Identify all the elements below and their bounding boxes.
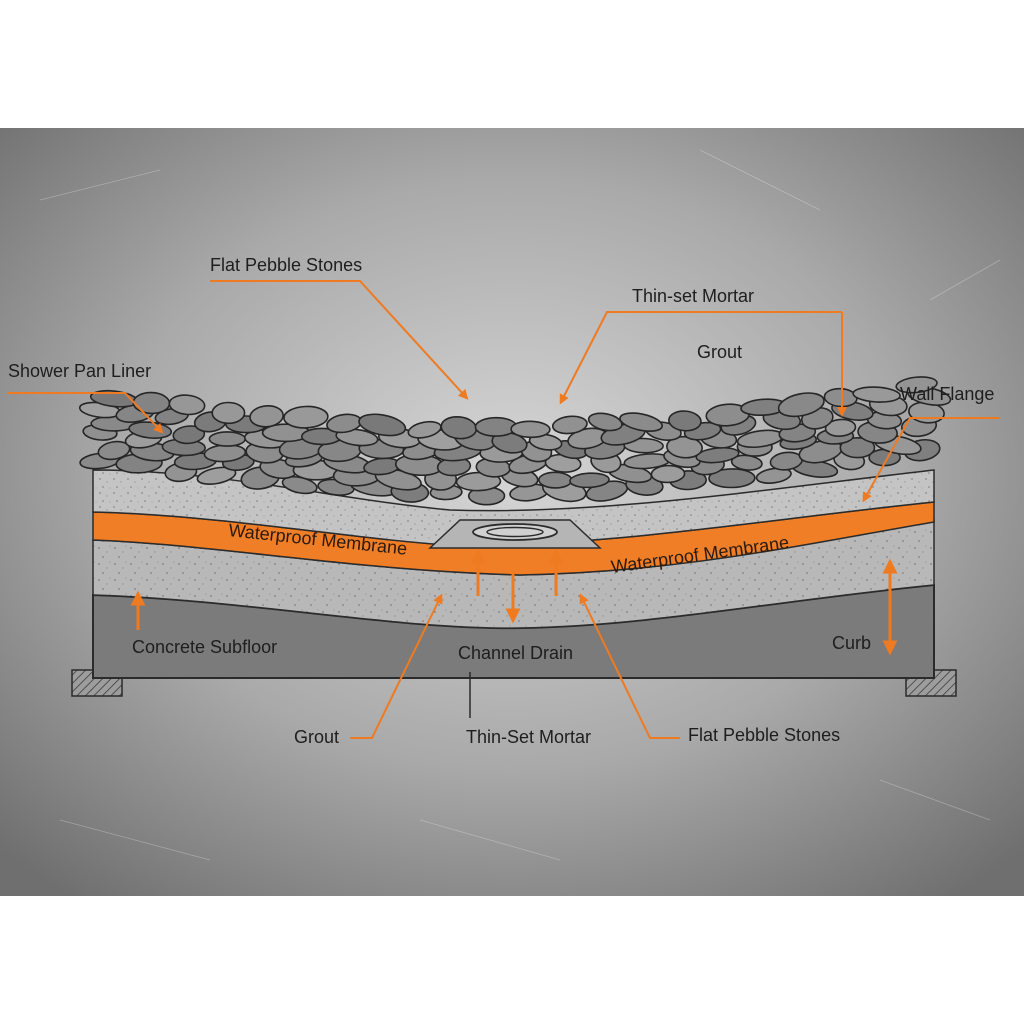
label-thin-set-mortar-top: Thin-set Mortar [632, 286, 754, 306]
pebble-stone [839, 436, 876, 459]
leader-flat-pebble-stones-top [210, 280, 469, 400]
pebble-stone [619, 412, 664, 432]
pebble-stone [708, 468, 756, 489]
pebble-stone [852, 386, 901, 403]
label-channel-drain: Channel Drain [458, 643, 573, 663]
pebble-stone [335, 428, 379, 447]
label-thin-set-mortar-bottom: Thin-Set Mortar [466, 727, 591, 747]
thin-set-mortar-layer [92, 469, 935, 546]
leader-grout-bottom [350, 593, 443, 739]
pebble-stone [510, 420, 551, 439]
leader-thin-set-mortar-top-left [559, 311, 842, 405]
label-grout-top: Grout [697, 342, 742, 362]
pebble-stone [551, 415, 588, 435]
pebble-stone [196, 466, 237, 485]
pebble-stone [97, 440, 131, 461]
label-concrete-subfloor: Concrete Subfloor [132, 637, 277, 657]
pebble-stone [755, 467, 792, 484]
label-shower-pan-liner: Shower Pan Liner [8, 361, 151, 381]
pebble-stone [249, 405, 284, 428]
pebble-stone [358, 413, 407, 437]
label-flat-pebble-stones-bottom: Flat Pebble Stones [688, 725, 840, 745]
pebble-stone [474, 416, 518, 437]
pebble-stone [208, 431, 246, 447]
pebble-stone [824, 418, 857, 437]
leader-lines [8, 280, 1000, 739]
label-grout-bottom: Grout [294, 727, 339, 747]
pebble-stone [569, 472, 610, 489]
pebble-stone [895, 376, 938, 394]
pebble-stone [587, 412, 623, 432]
label-wall-flange: Wall Flange [900, 384, 994, 404]
pebble-stone [132, 391, 171, 415]
pebble-stone [668, 410, 702, 432]
pebble-stone-layer [78, 376, 952, 506]
label-flat-pebble-stones-top: Flat Pebble Stones [210, 255, 362, 275]
direction-arrows [130, 548, 898, 656]
pebble-stone [538, 471, 573, 489]
background-scratches [39, 149, 1001, 861]
pebble-stone [211, 401, 246, 425]
label-curb: Curb [832, 633, 871, 653]
leader-flat-pebble-stones-bottom [579, 593, 680, 739]
channel-drain-ring-inner [486, 526, 544, 538]
pebble-stone [172, 425, 206, 445]
pebble-stone [283, 405, 329, 429]
pebble-stone [777, 392, 825, 418]
pebble-stone [650, 464, 686, 484]
channel-drain-ring-outer [472, 523, 558, 541]
pebble-stone [168, 394, 206, 416]
leader-shower-pan-liner [8, 392, 164, 434]
leader-wall-flange [862, 417, 1000, 503]
